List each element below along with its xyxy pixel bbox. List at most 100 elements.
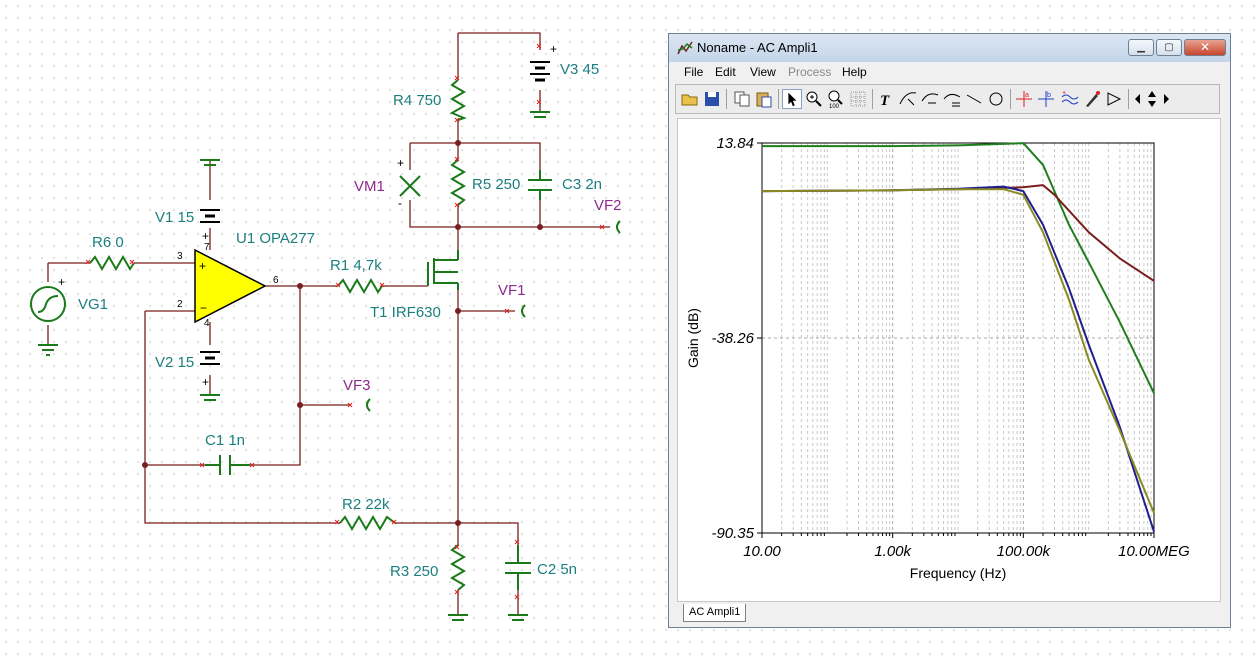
menu-view[interactable]: View [750,65,776,79]
generator-vg1[interactable]: + [30,275,66,322]
save-icon[interactable] [702,89,722,109]
svg-text:b: b [1047,92,1051,99]
series-line-1 [762,142,1155,394]
resistor-r3[interactable] [450,544,466,591]
cursor-b-icon[interactable]: b [1036,89,1056,109]
resistor-r6[interactable] [89,255,135,271]
label-vf2: VF2 [594,197,622,214]
svg-text:+: + [202,375,209,389]
resistor-r5[interactable] [450,159,466,206]
series-line-4 [761,188,1155,514]
svg-text:T: T [880,93,890,109]
maximize-button[interactable]: ▢ [1156,39,1182,56]
label-r4: R4 750 [393,92,441,109]
resistor-r1[interactable] [337,278,383,294]
copy-icon[interactable] [732,89,752,109]
y-axis-label: Gain (dB) [685,308,701,368]
ground-symbols [38,111,550,621]
svg-text:+: + [58,275,65,289]
x-tick-label: 100.00k [997,543,1052,560]
paste-icon[interactable] [754,89,774,109]
battery-v1[interactable] [200,209,220,223]
x-tick-label: 10.00MEG [1118,543,1190,560]
svg-text:-: - [398,196,402,210]
waveform-icon[interactable]: + [1060,89,1080,109]
open-folder-icon[interactable] [680,89,700,109]
label-vf3: VF3 [343,377,371,394]
battery-v2[interactable] [200,351,220,365]
curve-label-2-icon[interactable] [920,89,940,109]
svg-text:+: + [1062,90,1066,97]
resistor-r2[interactable] [339,515,396,531]
mosfet-t1[interactable] [427,250,459,290]
vertical-scrollbar[interactable] [1221,118,1229,602]
capacitor-c1[interactable] [205,455,250,475]
grid-icon[interactable] [848,89,868,109]
scroll-updown-icon[interactable] [1146,89,1158,109]
zoom-in-icon[interactable] [804,89,824,109]
marker-icon[interactable] [1104,89,1124,109]
opamp-u1[interactable]: + − [194,248,267,324]
label-v2: V2 15 [155,354,194,371]
menu-bar: File Edit View Process Help [669,62,1230,82]
gain-chart[interactable]: 10.00 1.00k 100.00k 10.00MEG 13.84 -38.26 -90.… [678,119,1220,601]
y-tick-label: -90.35 [711,525,754,542]
svg-text:+: + [202,229,209,243]
label-c1: C1 1n [205,432,245,449]
label-u1: U1 OPA277 [236,230,315,247]
label-v1: V1 15 [155,209,194,226]
label-vf1: VF1 [498,282,526,299]
svg-text:+: + [397,156,404,170]
label-r5: R5 250 [472,176,520,193]
label-v3: V3 45 [560,61,599,78]
menu-help[interactable]: Help [842,65,867,79]
title-bar[interactable]: Noname - AC Ampli1 ▁ ▢ ✕ [669,34,1230,62]
x-tick-label: 10.00 [743,543,781,560]
toolbar: 100 T a b + [675,84,1220,114]
label-vg1: VG1 [78,296,108,313]
label-r6: R6 0 [92,234,124,251]
ellipse-tool-icon[interactable] [986,89,1006,109]
pen-icon[interactable] [1082,89,1102,109]
capacitor-c3[interactable] [528,170,552,200]
select-pointer-icon[interactable] [782,89,802,109]
battery-v3[interactable] [530,61,550,82]
label-r1: R1 4,7k [330,257,382,274]
menu-file[interactable]: File [684,65,704,79]
cursor-a-icon[interactable]: a [1014,89,1034,109]
label-c2: C2 5n [537,561,577,578]
window-title: Noname - AC Ampli1 [697,40,818,55]
pin-4-label: 4 [204,318,210,329]
text-tool-icon[interactable]: T [876,89,896,109]
scroll-right-icon[interactable] [1160,89,1172,109]
menu-edit[interactable]: Edit [715,65,736,79]
pin-3-label: 3 [177,251,183,262]
app-icon [677,41,693,55]
curve-label-icon[interactable] [898,89,918,109]
svg-text:+: + [550,42,557,56]
y-tick-label: 13.84 [716,135,754,152]
line-tool-icon[interactable] [964,89,984,109]
tab-ac-ampli1[interactable]: AC Ampli1 [683,604,747,622]
menu-process: Process [788,65,832,79]
minimize-button[interactable]: ▁ [1128,39,1154,56]
zoom-100-icon[interactable]: 100 [826,89,846,109]
svg-text:a: a [1025,92,1029,99]
scroll-left-icon[interactable] [1132,89,1144,109]
ac-analysis-window: Noname - AC Ampli1 ▁ ▢ ✕ File Edit View … [668,33,1231,628]
label-vm1: VM1 [354,178,385,195]
voltmeter-vm1[interactable] [399,175,421,197]
x-tick-label: 1.00k [874,543,912,560]
label-t1: T1 IRF630 [370,304,441,321]
resistor-r4[interactable] [449,79,467,121]
capacitor-c2[interactable] [505,545,531,590]
close-button[interactable]: ✕ [1184,39,1226,56]
plot-area[interactable]: 10.00 1.00k 100.00k 10.00MEG 13.84 -38.26 -90.… [677,118,1221,602]
pin-markers [85,43,605,600]
curve-label-3-icon[interactable] [942,89,962,109]
svg-text:+: + [199,259,206,273]
y-tick-label: -38.26 [711,330,754,347]
tab-bar: AC Ampli1 [677,604,1221,624]
label-r3: R3 250 [390,563,438,580]
svg-text:100: 100 [829,104,840,109]
